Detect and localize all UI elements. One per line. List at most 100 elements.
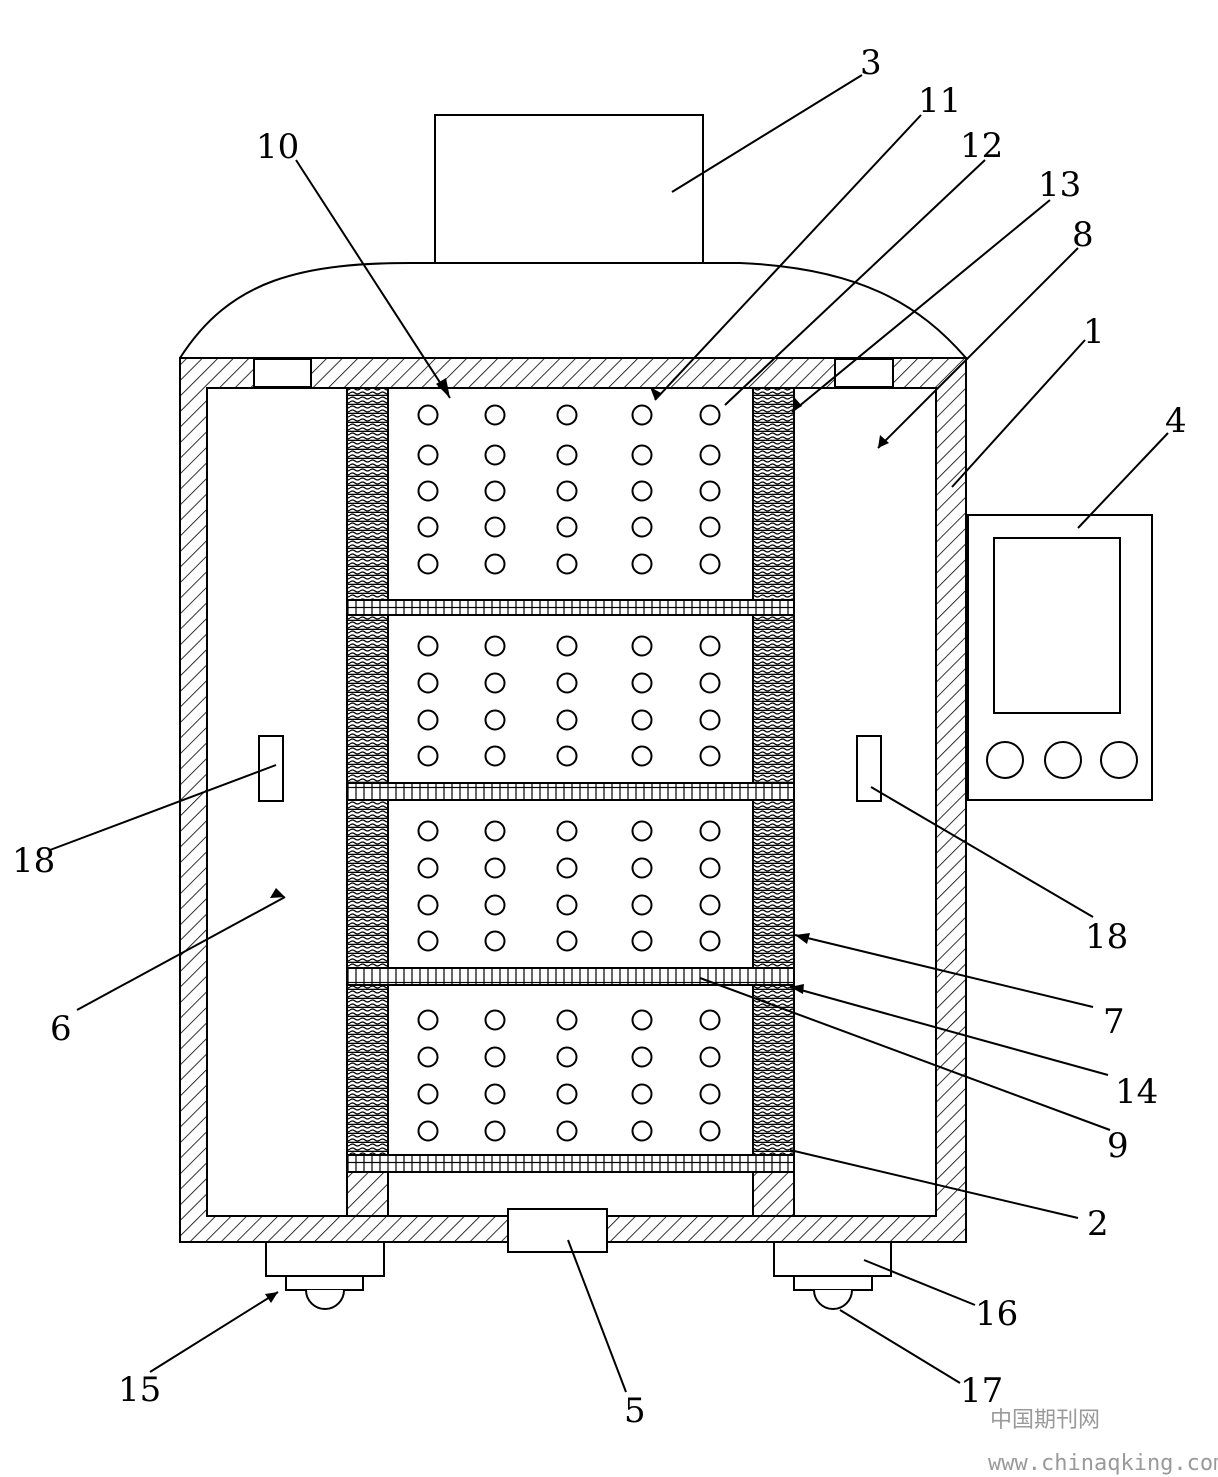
perforation-hole (631, 404, 653, 426)
tier-panels (387, 387, 754, 1156)
label-7: 7 (1103, 1002, 1125, 1042)
perforation-hole (631, 1009, 653, 1031)
label-3: 3 (860, 43, 882, 83)
perforation-hole (699, 672, 721, 694)
perforation-hole (556, 857, 578, 879)
perforation-hole (556, 1120, 578, 1142)
control-knob-3 (1100, 741, 1138, 779)
perforation-hole (556, 672, 578, 694)
part-labels: 3 11 10 12 13 8 1 4 18 18 6 7 14 9 2 16 … (12, 43, 1187, 1431)
perforation-hole (484, 1046, 506, 1068)
label-14: 14 (1115, 1072, 1158, 1112)
label-12: 12 (960, 126, 1003, 166)
perforation-hole (631, 480, 653, 502)
label-4: 4 (1165, 401, 1187, 441)
perforation-hole (484, 745, 506, 767)
perforation-hole (417, 745, 439, 767)
label-16: 16 (975, 1294, 1018, 1334)
perforation-hole (484, 1009, 506, 1031)
perforation-hole (699, 1046, 721, 1068)
perforation-hole (556, 404, 578, 426)
perforation-hole (699, 1120, 721, 1142)
perforation-hole (417, 635, 439, 657)
perforation-hole (631, 745, 653, 767)
perforation-hole (699, 745, 721, 767)
perforation-hole (699, 894, 721, 916)
perforation-hole (417, 930, 439, 952)
perforation-hole (484, 553, 506, 575)
perforation-hole (699, 516, 721, 538)
foot-right (773, 1241, 892, 1310)
perforation-hole (631, 516, 653, 538)
perforation-hole (631, 894, 653, 916)
foot-left (265, 1241, 385, 1310)
perforation-hole (417, 709, 439, 731)
top-vent-left (253, 358, 312, 388)
perforation-hole (417, 444, 439, 466)
perforation-hole (556, 1009, 578, 1031)
perforation-hole (556, 480, 578, 502)
perforation-hole (631, 635, 653, 657)
watermark-url: www.chinaqking.com (988, 1451, 1218, 1476)
label-10: 10 (256, 127, 299, 167)
perforation-hole (556, 709, 578, 731)
control-panel-4 (967, 514, 1153, 801)
label-15: 15 (118, 1370, 161, 1410)
perforation-hole (699, 820, 721, 842)
perforation-hole (631, 1083, 653, 1105)
perforation-hole (699, 857, 721, 879)
perforation-hole (631, 709, 653, 731)
label-18-right: 18 (1085, 917, 1128, 957)
wheel-left (305, 1289, 345, 1310)
door-handle-left (258, 735, 284, 802)
perforation-hole (417, 480, 439, 502)
perforation-hole (417, 516, 439, 538)
insulation-walls (346, 387, 795, 1156)
perforation-hole (484, 930, 506, 952)
perforation-hole (631, 857, 653, 879)
perforation-hole (484, 480, 506, 502)
perforation-hole (484, 894, 506, 916)
perforation-hole (699, 1083, 721, 1105)
wheel-right (813, 1289, 853, 1310)
label-2: 2 (1087, 1204, 1109, 1244)
perforation-hole (417, 1120, 439, 1142)
right-column-base (752, 1171, 795, 1217)
perforation-hole (556, 553, 578, 575)
perforation-hole (556, 894, 578, 916)
perforation-hole (699, 930, 721, 952)
perforation-hole (484, 516, 506, 538)
label-9: 9 (1107, 1126, 1129, 1166)
perforation-hole (417, 1083, 439, 1105)
perforation-hole (631, 930, 653, 952)
perforation-hole (484, 820, 506, 842)
perforation-hole (556, 635, 578, 657)
perforation-hole (556, 1083, 578, 1105)
perforation-hole (699, 635, 721, 657)
perforation-hole (556, 820, 578, 842)
perforation-hole (484, 635, 506, 657)
top-vent-right (834, 358, 894, 388)
watermark-site-name: 中国期刊网 (990, 1408, 1100, 1433)
dome-cover (179, 261, 967, 359)
perforation-hole (556, 516, 578, 538)
perforation-hole (556, 1046, 578, 1068)
left-column-base (346, 1171, 389, 1217)
perforation-hole (484, 404, 506, 426)
perforation-hole (699, 480, 721, 502)
perforation-hole (417, 672, 439, 694)
leader-lines (49, 74, 1169, 1393)
perforation-hole (631, 820, 653, 842)
perforation-hole (417, 404, 439, 426)
perforation-hole (484, 1083, 506, 1105)
perforation-hole (417, 857, 439, 879)
perforation-hole (417, 894, 439, 916)
perforation-hole (484, 672, 506, 694)
top-unit-3 (434, 114, 704, 264)
perforation-hole (417, 1009, 439, 1031)
label-5: 5 (624, 1391, 646, 1431)
perforation-hole (699, 553, 721, 575)
perforation-hole (631, 444, 653, 466)
shelf-strips (346, 599, 795, 1173)
